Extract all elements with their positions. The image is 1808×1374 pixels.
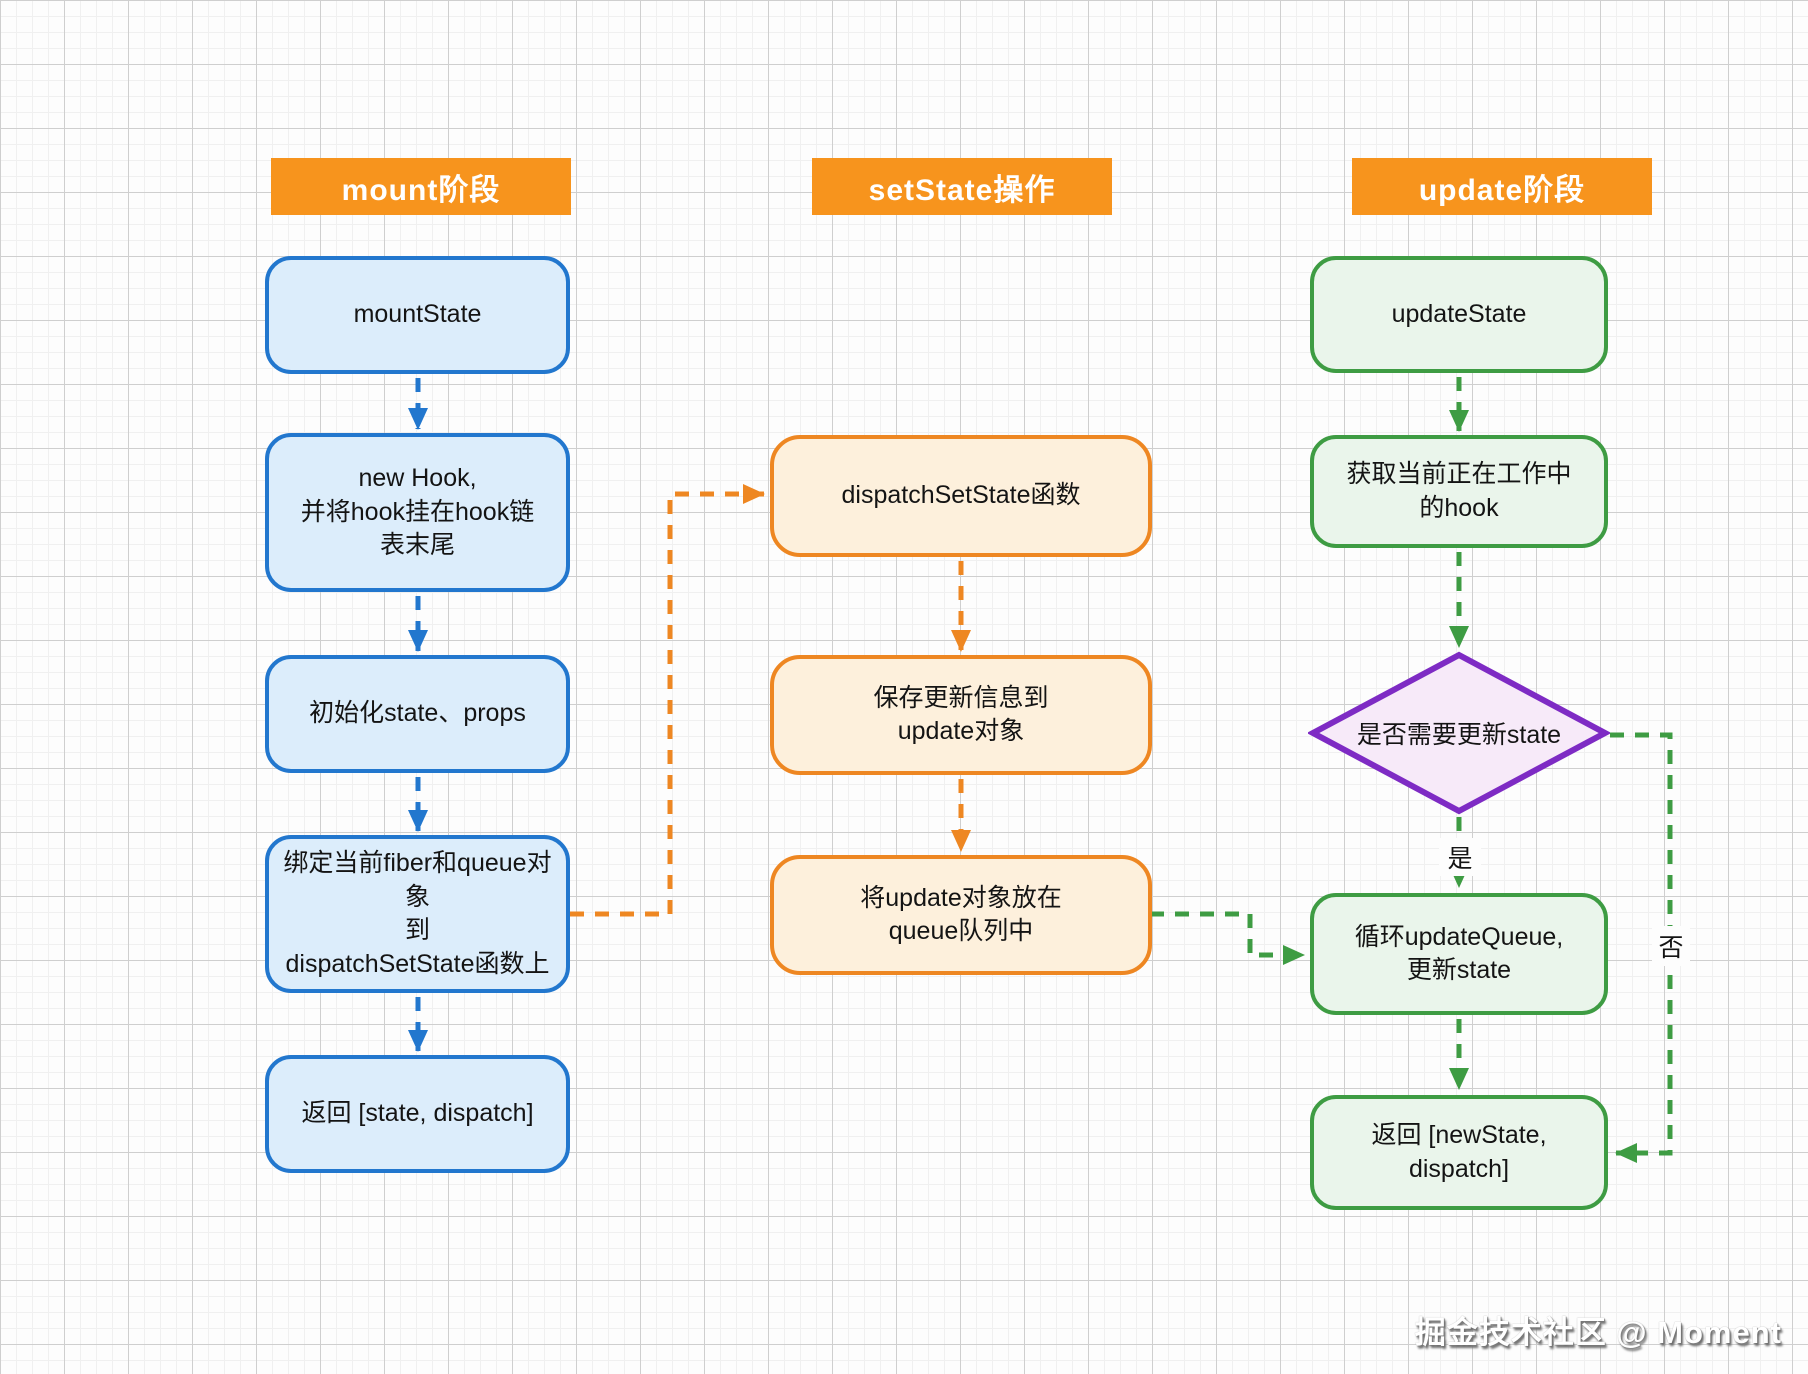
node-new-hook: new Hook, 并将hook挂在hook链 表末尾 (265, 433, 570, 592)
column-header-update: update阶段 (1352, 158, 1652, 215)
node-bind-fiber-queue: 绑定当前fiber和queue对象 到 dispatchSetState函数上 (265, 835, 570, 993)
node-loop-updatequeue: 循环updateQueue, 更新state (1310, 893, 1608, 1015)
decision-need-update-state: 是否需要更新state (1308, 651, 1610, 815)
edge-label-no: 否 (1652, 926, 1690, 966)
node-updatestate: updateState (1310, 256, 1608, 373)
node-init-state-props: 初始化state、props (265, 655, 570, 773)
node-return-newstate-dispatch: 返回 [newState, dispatch] (1310, 1095, 1608, 1210)
node-enqueue-update: 将update对象放在 queue队列中 (770, 855, 1152, 975)
decision-diamond-shape (1308, 651, 1610, 815)
column-header-setstate: setState操作 (812, 158, 1112, 215)
node-mountstate: mountState (265, 256, 570, 374)
node-get-current-hook: 获取当前正在工作中 的hook (1310, 435, 1608, 548)
edge-bindfiber-dispatch (570, 484, 765, 917)
watermark: 掘金技术社区 @ Moment (1414, 1315, 1782, 1350)
edge-decision-returnnew-no (1610, 732, 1673, 1163)
decision-label: 是否需要更新state (1356, 721, 1562, 749)
edge-enqueue-loopqueue (1150, 911, 1305, 965)
node-save-update-info: 保存更新信息到 update对象 (770, 655, 1152, 775)
node-dispatchsetstate: dispatchSetState函数 (770, 435, 1152, 557)
column-header-mount: mount阶段 (271, 158, 571, 215)
edge-label-yes: 是 (1439, 838, 1481, 876)
node-return-state-dispatch: 返回 [state, dispatch] (265, 1055, 570, 1173)
